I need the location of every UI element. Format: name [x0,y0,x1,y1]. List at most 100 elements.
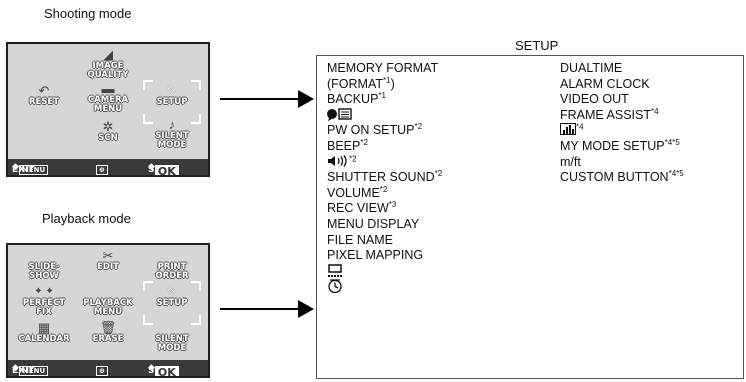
setup-tile[interactable]: ✎ SETUP [142,84,202,107]
footnote-marker: *4*5 [668,169,684,179]
monitor-brightness-icon [327,263,345,283]
setup-item[interactable]: BEEP*2 [327,137,442,155]
setup-item[interactable]: PW ON SETUP*2 [327,123,442,139]
exit-hint-playback: EXIT ◆ MENU [12,363,49,376]
setup-item-label: FILE NAME [327,232,393,247]
setup-selection-frame-playback [143,281,201,325]
silent-mode-tile[interactable]: ♪ SILENT MODE [142,118,202,150]
playback-menu-screen: SLIDE- SHOW ✂ EDIT PRINT ORDER ✦ ✦ PERFE… [6,243,210,378]
setup-item[interactable]: *2 [327,155,442,171]
setup-item[interactable]: *4 [560,123,684,139]
setup-item-label: MEMORY FORMAT [327,61,439,75]
setup-item-tail: ) [390,76,395,91]
setup-item[interactable]: BACKUP*1 [327,92,442,108]
silent-icon [142,321,202,335]
setup-item-label: m/ft [560,154,581,169]
setup-item[interactable] [327,263,442,283]
setup-item[interactable]: SHUTTER SOUND*2 [327,170,442,186]
setup-item[interactable]: MEMORY FORMAT [327,61,442,77]
shooting-menu-screen: ◢ IMAGE QUALITY ↶ RESET ▬ CAMERA MENU ✎ … [6,42,210,177]
reset-tile[interactable]: ↶ RESET [14,84,74,107]
scene-icon: ✲ [102,119,114,134]
setup-item-label: PW ON SETUP [327,123,415,138]
scn-tile[interactable]: ✲ SCN [78,120,138,143]
setup-item[interactable]: ALARM CLOCK [560,77,684,93]
print-order-tile[interactable]: PRINT ORDER [142,249,202,281]
camera-icon: ▬ [101,81,115,96]
setup-item[interactable]: MENU DISPLAY [327,217,442,233]
clock-icon [327,279,343,298]
edit-tile[interactable]: ✂ EDIT [78,249,138,272]
setup-left-column: MEMORY FORMAT(FORMAT*1)BACKUP*1 PW ON SET… [327,61,442,295]
footnote-marker: *2 [360,137,368,147]
setup-item[interactable]: CUSTOM BUTTON*4*5 [560,170,684,186]
silent-mode-tile-playback[interactable]: SILENT MODE [142,321,202,353]
calendar-tile[interactable]: ▦ CALENDAR [14,321,74,344]
setup-item-label: REC VIEW [327,201,389,216]
perfect-fix-icon: ✦ ✦ [34,286,54,297]
footnote-marker: *2 [349,154,357,164]
calendar-icon: ▦ [37,320,51,335]
footnote-marker: *2 [414,122,423,132]
wrench-icon: ✎ [166,284,178,299]
set-hint: SET◆ OK [148,162,179,175]
language-icon [327,108,353,126]
setup-item-label: (FORMAT [327,76,384,91]
print-icon [142,249,202,263]
setup-item[interactable]: REC VIEW*3 [327,201,442,217]
setup-item-label: SHUTTER SOUND [327,170,435,185]
playback-mode-caption: Playback mode [42,211,131,226]
scissors-icon: ✂ [102,248,114,263]
setup-title: SETUP [515,38,559,53]
setup-item-label: VIDEO OUT [560,92,629,107]
slideshow-tile[interactable]: SLIDE- SHOW [14,249,74,281]
slideshow-icon [14,249,74,263]
histogram-icon [560,123,576,140]
setup-item-label: MENU DISPLAY [327,216,420,231]
image-quality-icon: ◢ [103,47,113,62]
playback-menu-tile[interactable]: PLAYBACK MENU [78,285,138,317]
setup-item[interactable]: PIXEL MAPPING [327,248,442,264]
setup-item-label: MY MODE SETUP [560,138,665,153]
footnote-marker: *2 [434,169,443,179]
setup-item-label: CUSTOM BUTTON [560,170,669,185]
setup-item[interactable]: m/ft [560,155,684,171]
setup-item-label: PIXEL MAPPING [327,248,424,263]
trash-icon: 🗑 [99,320,117,335]
footnote-marker: *4 [576,122,584,132]
setup-item[interactable]: (FORMAT*1) [327,75,442,93]
setup-item[interactable]: FILE NAME [327,233,442,249]
shooting-mode-caption: Shooting mode [44,6,132,21]
setup-item[interactable]: DUALTIME [560,61,684,77]
setup-item[interactable] [327,279,442,295]
footnote-marker: *4*5 [664,137,680,147]
reset-icon: ↶ [38,83,50,98]
playback-menu-bar: EXIT ◆ MENU ⊕ SET◆ OK [8,360,208,376]
shooting-menu-bar: EXIT ◆ MENU ⊕ SET◆ OK [8,159,208,175]
exit-hint: EXIT ◆ MENU [12,162,49,175]
erase-tile[interactable]: 🗑 ERASE [78,321,138,344]
setup-item[interactable]: VIDEO OUT [560,92,684,108]
perfect-fix-tile[interactable]: ✦ ✦ PERFECT FIX [14,285,74,317]
setup-selection-frame [143,80,201,124]
arrow-shooting-to-setup [220,90,314,108]
set-hint-playback: SET◆ OK [148,363,179,376]
setup-item[interactable]: VOLUME*2 [327,185,442,202]
footnote-marker: *4 [651,106,659,116]
setup-item-label: VOLUME [327,185,380,200]
setup-item[interactable]: MY MODE SETUP*4*5 [560,137,684,155]
camera-menu-tile[interactable]: ▬ CAMERA MENU [78,82,138,114]
playback-icon [78,285,138,299]
image-quality-tile[interactable]: ◢ IMAGE QUALITY [78,48,138,80]
setup-tile-playback[interactable]: ✎ SETUP [142,285,202,308]
sound-icon [327,154,349,172]
setup-item[interactable]: FRAME ASSIST*4 [560,106,684,124]
setup-item[interactable] [327,108,442,124]
footnote-marker: *3 [388,200,397,210]
setup-item-label: FRAME ASSIST [560,107,651,122]
setup-item-label: ALARM CLOCK [560,76,650,91]
silent-icon: ♪ [168,117,176,132]
footnote-marker: *1 [383,75,391,85]
shooting-menu-area: ◢ IMAGE QUALITY ↶ RESET ▬ CAMERA MENU ✎ … [8,44,208,159]
